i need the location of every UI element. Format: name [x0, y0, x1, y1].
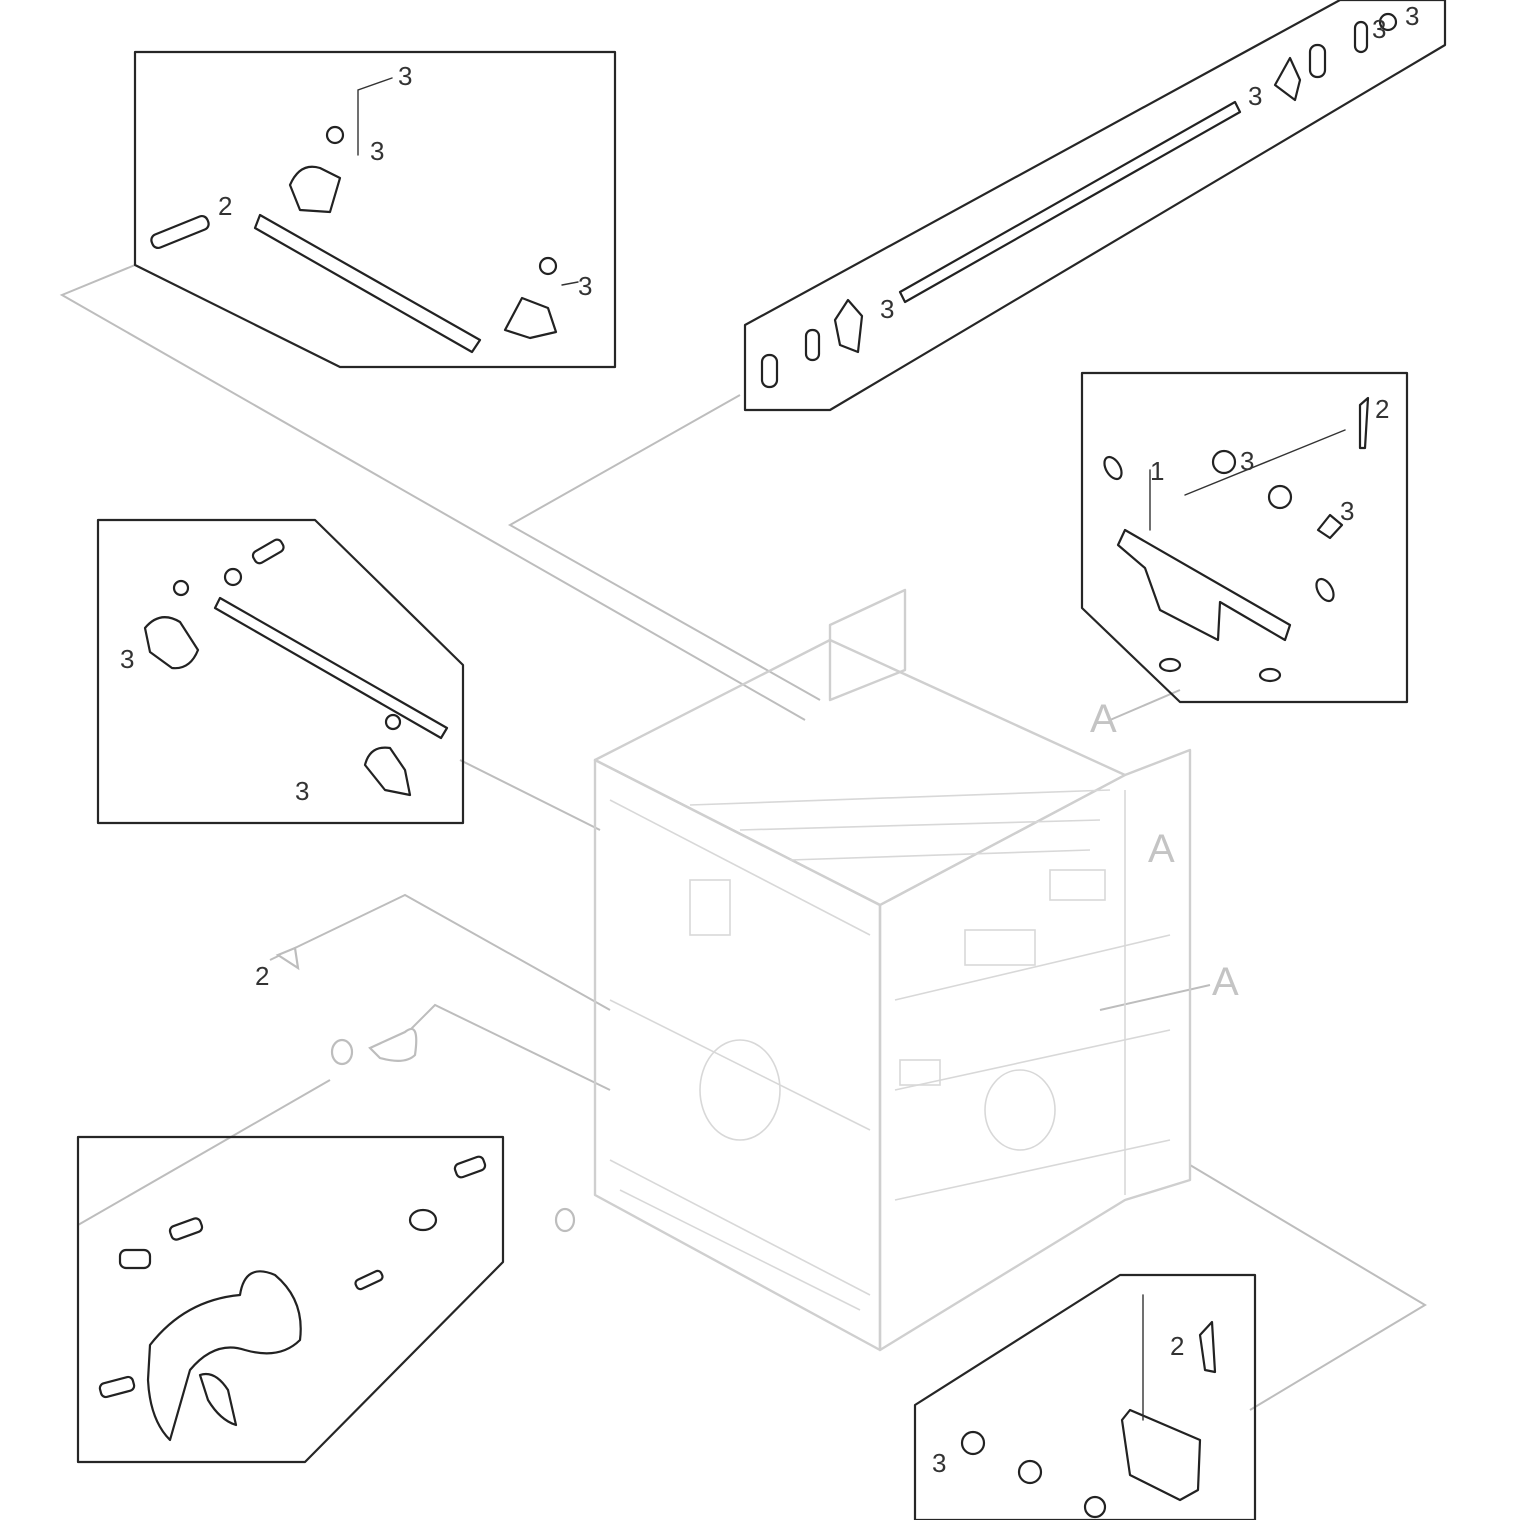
inset-bottom-left — [76, 1135, 505, 1464]
inset-right: 2 3 1 3 — [1080, 371, 1409, 704]
callout-top-right-2: 3 — [1248, 81, 1262, 111]
inset-mid-left: 3 3 — [96, 518, 465, 825]
main-chassis-frame — [593, 588, 1192, 1352]
callout-bottom-right-1: 3 — [932, 1448, 946, 1478]
section-marker-a-1: A — [1090, 697, 1117, 741]
callout-bottom-right-2: 2 — [1170, 1331, 1184, 1361]
callout-top-left-4: 3 — [578, 271, 592, 301]
callout-mid-left-1: 3 — [120, 644, 134, 674]
callout-right-3: 1 — [1150, 456, 1164, 486]
section-markers: A A A — [1090, 697, 1239, 1004]
callout-right-2: 3 — [1240, 446, 1254, 476]
section-marker-a-2: A — [1148, 827, 1175, 871]
section-marker-a-3: A — [1212, 960, 1239, 1004]
callout-top-left-2: 3 — [370, 136, 384, 166]
inset-top-left: 3 3 2 3 — [133, 50, 617, 369]
callout-top-left-3: 2 — [218, 191, 232, 221]
callout-top-right-4: 3 — [1372, 14, 1386, 44]
callout-right-1: 2 — [1375, 394, 1389, 424]
inset-bottom-right: 3 2 — [913, 1273, 1257, 1520]
callout-top-right-3: 3 — [1405, 1, 1419, 31]
callout-mid-left-2: 3 — [295, 776, 309, 806]
callout-top-left-1: 3 — [398, 61, 412, 91]
loose-front-parts: 2 — [255, 946, 576, 1233]
inset-top-right: 3 3 3 3 — [743, 0, 1447, 412]
callout-top-right-1: 3 — [880, 294, 894, 324]
callout-front-1: 2 — [255, 961, 269, 991]
leader-lines — [59, 264, 1427, 1411]
callout-right-4: 3 — [1340, 496, 1354, 526]
